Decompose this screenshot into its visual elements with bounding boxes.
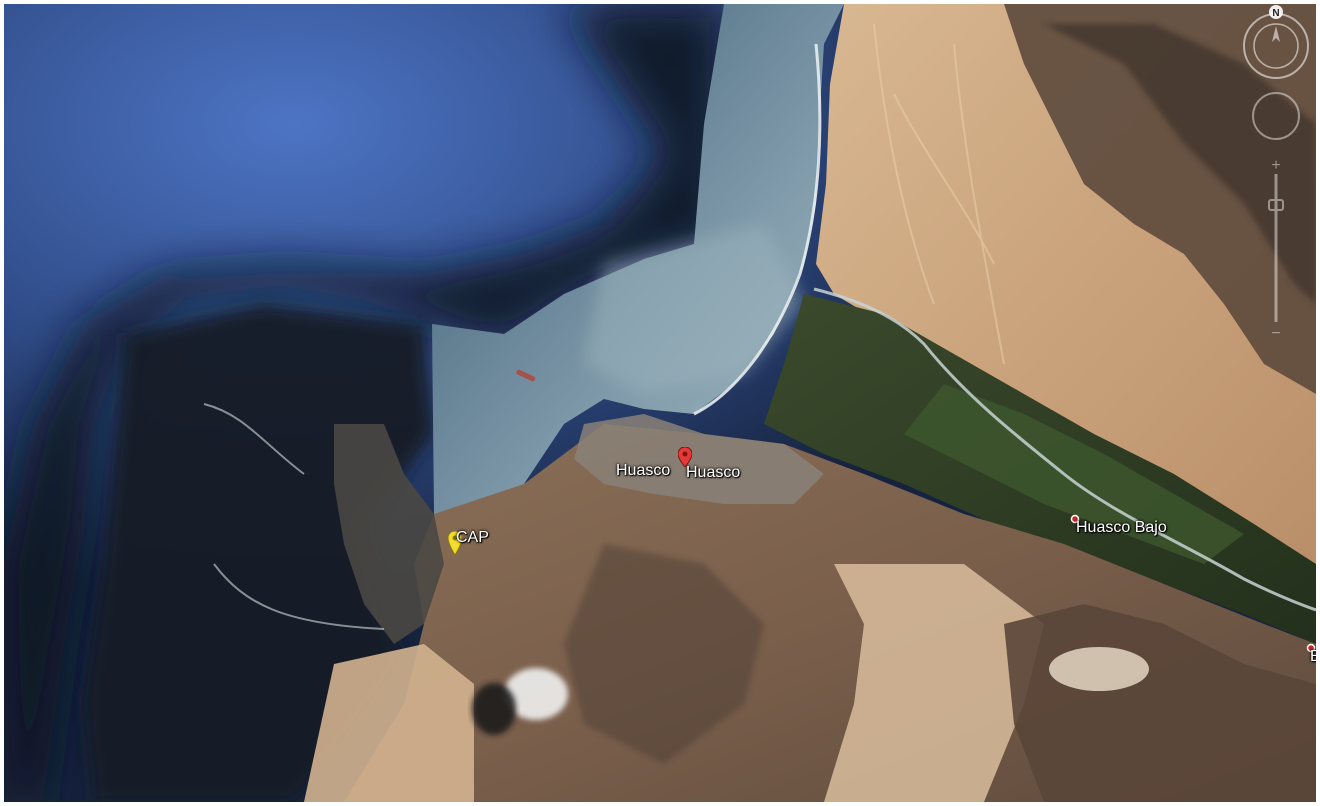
surf-line <box>693 43 822 416</box>
look-joystick-icon[interactable] <box>1252 92 1300 140</box>
salt-flat <box>1049 647 1149 691</box>
huasco-river <box>813 287 1316 612</box>
huasco-town <box>574 414 824 504</box>
map-pin-red-icon[interactable] <box>678 447 692 467</box>
valley-fields <box>904 384 1244 564</box>
cloud <box>504 668 568 720</box>
bay-water <box>432 4 844 514</box>
north-indicator[interactable]: N <box>1269 5 1283 19</box>
mountain-shadow <box>1044 24 1316 304</box>
zoom-slider[interactable]: + − <box>1268 157 1284 342</box>
place-label-cap[interactable]: CAP <box>456 529 489 546</box>
zoom-out-icon: − <box>1271 325 1280 342</box>
compass-ring-icon[interactable] <box>1243 13 1309 79</box>
bay-haze <box>584 224 804 394</box>
place-dot-huasco-bajo-icon[interactable] <box>1070 514 1080 524</box>
navigation-controls: N + − <box>1236 4 1316 344</box>
place-dot-edge-icon[interactable] <box>1306 643 1316 653</box>
place-label-huasco-bajo[interactable]: Huasco Bajo <box>1076 519 1167 536</box>
satellite-imagery <box>4 4 1316 802</box>
surf-line-west <box>203 403 385 630</box>
zoom-in-icon: + <box>1271 157 1280 174</box>
southern-sand-plain <box>824 564 1044 802</box>
place-label-edge: B <box>1310 648 1316 665</box>
satellite-map[interactable]: Huasco Huasco CAP Huasco Bajo B N <box>4 4 1316 802</box>
place-label-huasco-pin[interactable]: Huasco <box>686 464 741 481</box>
southwest-sand <box>304 644 474 802</box>
zoom-slider-handle <box>1268 199 1284 211</box>
north-label: N <box>1272 8 1279 19</box>
hill-shading <box>564 544 764 764</box>
dark-water-band <box>4 4 724 802</box>
map-pin-yellow-icon[interactable] <box>448 531 462 555</box>
dune-ridges <box>873 23 1005 365</box>
cloud-shadow <box>472 683 516 735</box>
ship <box>516 369 536 382</box>
port-area <box>334 424 444 644</box>
place-label-huasco[interactable]: Huasco <box>616 462 671 479</box>
